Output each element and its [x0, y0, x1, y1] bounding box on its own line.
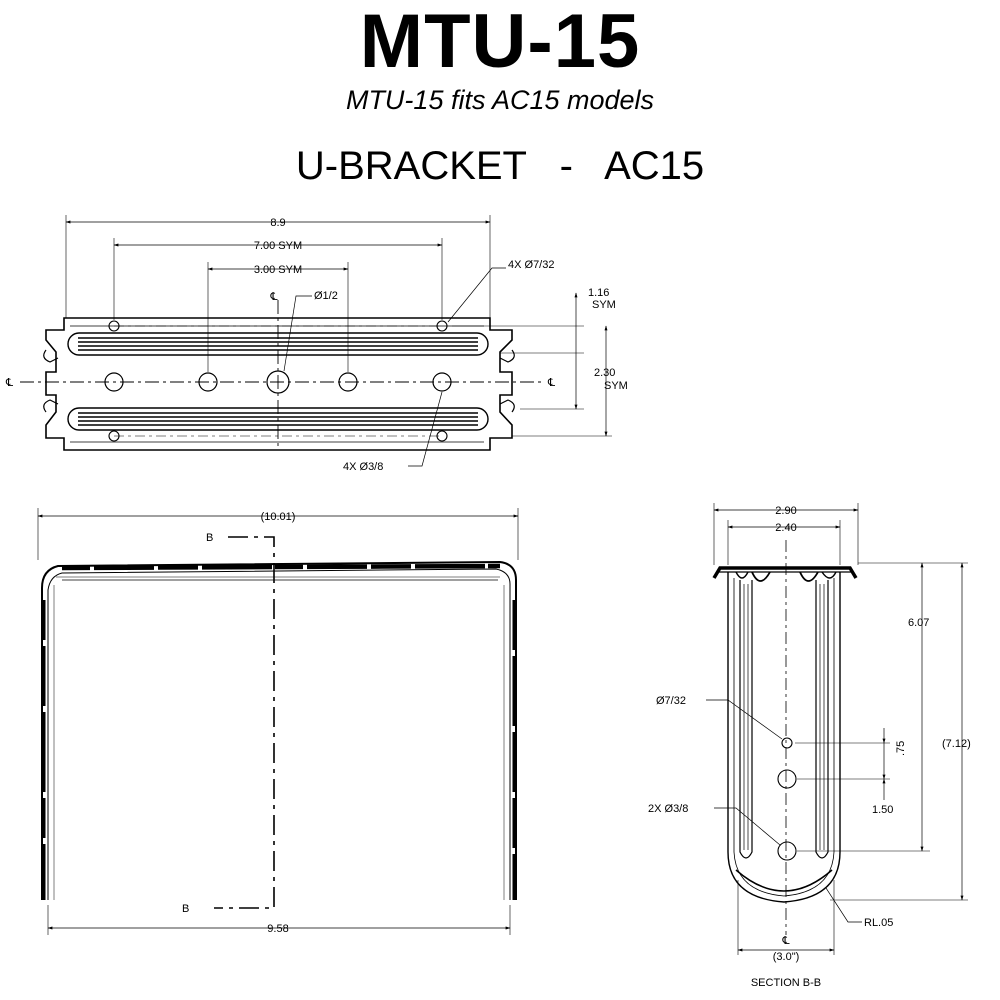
label-hole-spacing-small: .75	[895, 741, 907, 756]
hole-medium-2	[338, 372, 358, 392]
label-overall-width: 8.9	[270, 217, 285, 229]
top-plate-outline	[45, 317, 513, 451]
label-hole-spacing-large: 1.50	[872, 804, 893, 816]
label-large-holes: 4X Ø3/8	[343, 461, 383, 473]
front-bracket-outline	[41, 560, 517, 900]
label-row-spacing-note: SYM	[604, 380, 628, 392]
label-hole-span-outer: 7.00 SYM	[254, 240, 302, 252]
label-front-base: 9.58	[267, 923, 288, 935]
section-hole-small	[781, 737, 793, 749]
label-section-overall-height: (7.12)	[942, 738, 971, 750]
top-view	[20, 215, 612, 467]
label-section-bb: SECTION B-B	[751, 977, 821, 989]
hole-medium-1	[198, 372, 218, 392]
section-flange	[712, 566, 858, 579]
label-small-holes: 4X Ø7/32	[508, 259, 554, 271]
label-hole-span-inner: 3.00 SYM	[254, 264, 302, 276]
label-section-radius: RL.05	[864, 917, 893, 929]
hole-small-1	[108, 320, 120, 332]
hole-center	[266, 370, 290, 394]
section-line-b	[214, 536, 275, 909]
hole-small-4	[436, 430, 448, 442]
section-view	[706, 503, 968, 955]
label-section-height-hole: 6.07	[908, 617, 929, 629]
hole-small-3	[108, 430, 120, 442]
section-centerline-mark: ℄	[781, 935, 789, 947]
section-hole-large-2	[777, 841, 797, 861]
label-row-spacing: 2.30	[594, 367, 615, 379]
front-view	[37, 508, 519, 935]
top-view-labels: 8.9 7.00 SYM 3.00 SYM Ø1/2 ℄ 4X Ø7/32 4X…	[5, 217, 628, 473]
section-body-outline	[727, 572, 841, 903]
top-centerline-mark-vertical: ℄	[269, 291, 277, 303]
label-row-offset-note: SYM	[592, 299, 616, 311]
hole-large-1	[104, 372, 124, 392]
label-front-overall: (10.01)	[261, 511, 296, 523]
top-centerline-mark-right: ℄	[547, 377, 555, 389]
hole-large-2	[432, 372, 452, 392]
label-section-bottom: B	[182, 903, 189, 915]
section-view-labels: 2.90 2.40 6.07 (7.12) .75 1.50 Ø7/32 2X …	[648, 505, 971, 989]
label-row-offset: 1.16	[588, 287, 609, 299]
label-center-hole: Ø1/2	[314, 290, 338, 302]
label-section-bottom-width: (3.0")	[773, 951, 800, 963]
top-centerline-mark-left: ℄	[5, 377, 13, 389]
section-hole-large-1	[777, 769, 797, 789]
page-subtitle: MTU-15 fits AC15 models	[345, 85, 655, 115]
label-section-inner: 2.40	[775, 522, 796, 534]
front-view-labels: (10.01) 9.58 B B	[182, 511, 295, 935]
label-section-large-holes: 2X Ø3/8	[648, 803, 688, 815]
label-section-small-hole: Ø7/32	[656, 695, 686, 707]
hole-small-2	[436, 320, 448, 332]
label-section-outer: 2.90	[775, 505, 796, 517]
label-section-top: B	[206, 532, 213, 544]
drawing-heading: U-BRACKET - AC15	[295, 144, 705, 188]
page-title: MTU-15	[359, 0, 641, 84]
